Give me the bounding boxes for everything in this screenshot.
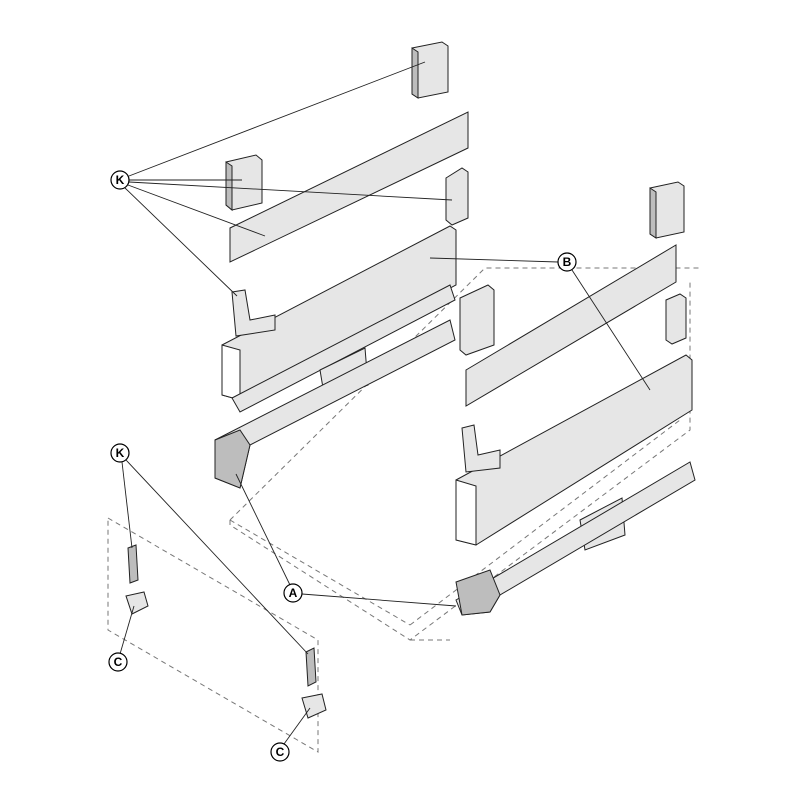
- callout-c-right: C: [270, 742, 290, 762]
- right-drawer-parts: [455, 181, 696, 616]
- callout-label: B: [563, 255, 572, 269]
- left-drawer-parts: [214, 41, 469, 489]
- callout-c-left: C: [108, 652, 128, 672]
- leader-lines: [119, 61, 651, 745]
- callout-a: A: [283, 583, 303, 603]
- callout-b: B: [557, 252, 577, 272]
- callout-label: C: [276, 745, 285, 759]
- callout-label: C: [114, 655, 123, 669]
- callout-k-top: K: [110, 170, 130, 190]
- callout-k-bottom: K: [110, 443, 130, 463]
- callout-label: K: [116, 446, 125, 460]
- callout-label: K: [116, 173, 125, 187]
- callout-label: A: [289, 586, 298, 600]
- front-panel-outline: [107, 517, 319, 753]
- front-fittings: [125, 544, 327, 719]
- cabinet-outline: [229, 267, 700, 641]
